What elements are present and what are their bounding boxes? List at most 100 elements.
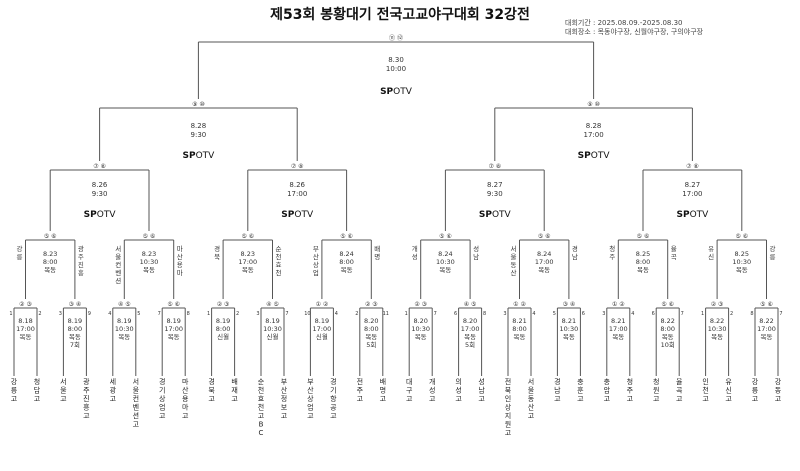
r16-venue: 목동	[439, 266, 451, 274]
team-name: 서	[528, 377, 534, 386]
r32-seed: 4	[631, 311, 634, 317]
r32-date: 8.18	[18, 317, 32, 325]
qf-broadcaster-logo: SPOTV	[479, 210, 512, 220]
r32-match-number: ④ ⑤	[266, 301, 279, 308]
r16-winner-label: 주	[78, 253, 84, 261]
team-name: 산	[528, 403, 535, 412]
team-name: 천	[258, 386, 264, 395]
r16-date: 8.24	[438, 250, 452, 258]
team-name: 울	[528, 387, 535, 395]
team-name: 컨	[133, 394, 139, 403]
r16-date: 8.23	[43, 250, 57, 258]
qf-broadcaster-logo: SPOTV	[281, 210, 314, 220]
r16-match-number: ⑤ ⑥	[735, 233, 748, 240]
team-name: 주	[83, 387, 90, 395]
final-broadcaster-logo: SPOTV	[380, 87, 413, 97]
sf-match-number: ⑨ ⑩	[587, 101, 600, 108]
r32-match-number: ⑤ ⑥	[760, 301, 773, 308]
r16-winner-label: 곡	[671, 253, 677, 261]
team-name: 고	[11, 395, 18, 403]
r32-seed: 6	[454, 311, 457, 317]
team-name: 경	[208, 377, 214, 386]
qf-time: 17:00	[682, 190, 702, 198]
team-name: 경	[159, 377, 165, 386]
r32-match-number: ③ ④	[69, 301, 82, 308]
sf-broadcaster-logo: SPOTV	[578, 151, 611, 161]
r16-match-number: ⑤ ⑥	[340, 233, 353, 240]
r32-seed: 2	[38, 311, 41, 317]
team-name: 고	[604, 395, 611, 403]
team-name: 고	[702, 395, 709, 403]
r16-winner-label: 성	[473, 244, 479, 253]
team-name: 인	[505, 394, 511, 403]
team-name: 광	[110, 387, 117, 395]
r16-date: 8.23	[241, 250, 255, 258]
team-name: 산	[281, 386, 288, 395]
r16-match-number: ⑤ ⑥	[439, 233, 452, 240]
sf-time: 17:00	[584, 131, 604, 139]
r16-winner-label: 컨	[115, 260, 121, 269]
r16-winner-label: 광	[78, 245, 84, 253]
r16-winner-label: 벤	[115, 268, 121, 277]
r16-time: 8:00	[339, 258, 354, 266]
team-name: 지	[505, 411, 511, 420]
team-name: 충	[604, 377, 611, 386]
r16-winner-label: 울	[511, 253, 517, 261]
r16-winner-label: 효	[276, 261, 282, 269]
r32-time: 8:00	[68, 325, 83, 333]
r16-match-number: ⑤ ⑥	[241, 233, 254, 240]
r32-seed: 5	[137, 311, 140, 317]
team-name: 성	[478, 377, 484, 386]
team-name: 고	[577, 395, 584, 403]
r16-time: 17:00	[535, 258, 554, 266]
team-name: 개	[429, 377, 435, 386]
r16-match-number: ⑤ ⑥	[637, 233, 650, 240]
team-name: 순	[258, 378, 265, 386]
r16-winner-label: 천	[276, 268, 282, 277]
r32-seed: 7	[779, 311, 782, 317]
team-name: 항	[330, 394, 337, 403]
team-name: 강	[752, 377, 759, 386]
r16-time: 17:00	[238, 258, 257, 266]
r16-winner-label: 신	[708, 252, 714, 261]
r16-winner-label: 율	[671, 245, 677, 253]
r32-seed: 8	[483, 311, 486, 317]
r32-venue: 목동	[118, 333, 130, 341]
team-name: 션	[133, 411, 139, 420]
team-name: 동	[528, 395, 535, 403]
r32-match-number: ② ③	[365, 301, 378, 308]
r32-match-number: ⑤ ⑥	[661, 301, 674, 308]
team-name: 곡	[676, 387, 683, 395]
r32-time: 8:00	[216, 325, 231, 333]
team-name: 보	[281, 404, 288, 412]
team-name: 고	[380, 395, 387, 403]
team-name: 업	[307, 404, 313, 412]
r32-date: 8.21	[562, 317, 576, 325]
team-name: 고	[429, 395, 436, 403]
team-name: 고	[676, 395, 683, 403]
team-name: 고	[231, 395, 238, 403]
r32-time: 17:00	[757, 325, 776, 333]
r16-time: 10:30	[732, 258, 751, 266]
r16-winner-label: 주	[609, 253, 615, 261]
team-name: 율	[676, 378, 683, 386]
team-name: 고	[406, 395, 413, 403]
team-name: 천	[258, 403, 264, 412]
team-name: 고	[208, 395, 215, 403]
team-name: 상	[505, 403, 512, 412]
team-name: 인	[702, 377, 708, 386]
r32-date: 8.21	[512, 317, 526, 325]
r32-date: 8.19	[166, 317, 180, 325]
r32-time: 17:00	[16, 325, 35, 333]
r16-winner-label: 서	[115, 244, 121, 253]
r16-winner-label: 울	[115, 253, 121, 261]
team-name: 대	[406, 378, 412, 386]
sf-time: 9:30	[191, 131, 207, 139]
r16-winner-label: 부	[313, 245, 319, 253]
r32-extra-info: 5회	[366, 341, 376, 349]
team-name: 남	[478, 386, 485, 395]
r16-venue: 목동	[538, 266, 550, 274]
r32-extra-info: 7회	[70, 341, 80, 349]
team-name: 경	[330, 377, 336, 386]
